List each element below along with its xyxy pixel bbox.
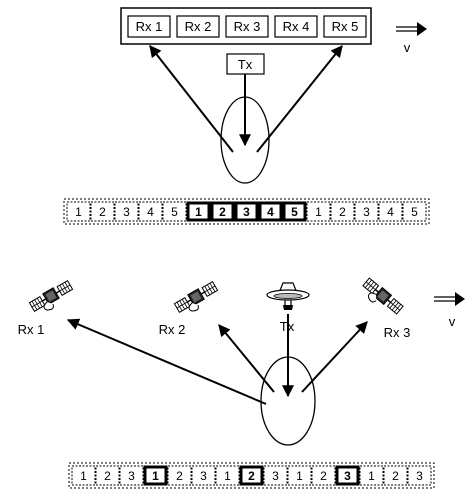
pulse-label: 4 [147,205,154,219]
pulse-label: 3 [243,205,250,219]
transmitter-tx: Tx [226,53,265,75]
receiver-label-rx-2: Rx 2 [159,322,186,337]
receiver-label: Rx 3 [234,19,261,34]
pulse-label: 2 [339,205,346,219]
receiver-label: Rx 1 [136,19,163,34]
pulse-label: 1 [80,469,87,483]
pulse-label: 2 [176,469,183,483]
receiver-rx-2: Rx 2 [176,15,220,38]
pulse-cell: 3 [354,201,379,222]
sequence-frame [68,462,435,489]
velocity-label: v [449,314,456,329]
satellite-icon [28,279,74,313]
pulse-cell: 1 [306,201,331,222]
pulse-label: 1 [315,205,322,219]
pulse-label: 3 [272,469,279,483]
pulse-label: 4 [267,205,274,219]
satellite-icon [173,280,219,314]
pulse-label: 3 [363,205,370,219]
reflection-arrow-rx-5 [256,45,343,153]
pulse-cell: 3 [191,465,216,486]
bottom-pulse-sequence: 1 2 3 1 2 3 1 2 3 1 2 3 1 2 3 [68,462,435,489]
pulse-cell: 1 [359,465,384,486]
pulse-cell: 4 [378,201,403,222]
pulse-label: 1 [296,469,303,483]
pulse-label: 2 [104,469,111,483]
active-pulse-cell: 1 [143,465,168,486]
active-pulse-cell: 5 [282,201,307,222]
velocity-label: v [404,40,411,55]
receiver-label-rx-1: Rx 1 [18,322,45,337]
pulse-label: 2 [99,205,106,219]
pulse-cell: 1 [287,465,312,486]
pulse-label: 3 [128,469,135,483]
receiver-rx-1: Rx 1 [127,15,171,38]
receiver-label: Rx 5 [332,19,359,34]
reflection-arrow-rx-1 [66,318,267,405]
pulse-label: 4 [387,205,394,219]
pulse-label: 1 [195,205,202,219]
active-pulse-cell: 2 [239,465,264,486]
pulse-label: 2 [219,205,226,219]
pulse-cell: 1 [215,465,240,486]
reflection-arrow-rx-2 [218,324,275,393]
reflection-arrow-rx-1 [149,45,234,153]
receiver-rx-4: Rx 4 [274,15,318,38]
pulse-cell: 2 [95,465,120,486]
pulse-label: 2 [320,469,327,483]
pulse-label: 3 [123,205,130,219]
pulse-label: 1 [75,205,82,219]
pulse-cell: 2 [330,201,355,222]
pulse-cell: 2 [90,201,115,222]
pulse-label: 3 [200,469,207,483]
receiver-rx-3: Rx 3 [225,15,269,38]
satellite-icon [359,268,407,324]
double-arrow-right-icon [396,22,427,36]
receiver-label: Rx 4 [283,19,310,34]
pulse-label: 5 [411,205,418,219]
pulse-label: 2 [248,469,255,483]
top-pulse-sequence: 1 2 3 4 5 1 2 3 4 5 1 2 3 4 5 [63,198,430,225]
pulse-cell: 1 [66,201,91,222]
active-pulse-cell: 2 [210,201,235,222]
pulse-cell: 4 [138,201,163,222]
flying-saucer-icon [266,282,310,310]
pulse-cell: 2 [383,465,408,486]
active-pulse-cell: 1 [186,201,211,222]
top-scenario: Rx 1 Rx 2 Rx 3 Rx 4 Rx 5 Tx [63,7,430,225]
reflection-arrow-rx-3 [301,321,368,393]
active-pulse-cell: 3 [234,201,259,222]
receiver-label-rx-3: Rx 3 [384,325,411,340]
pulse-label: 1 [152,469,159,483]
active-pulse-cell: 3 [335,465,360,486]
pulse-label: 1 [368,469,375,483]
pulse-label: 3 [344,469,351,483]
sequence-frame [63,198,430,225]
receiver-rx-5: Rx 5 [323,15,367,38]
pulse-cell: 1 [71,465,96,486]
transmitter-label: Tx [238,57,253,72]
pulse-cell: 2 [311,465,336,486]
pulse-label: 1 [224,469,231,483]
pulse-cell: 3 [119,465,144,486]
pulse-cell: 5 [402,201,427,222]
pulse-label: 5 [291,205,298,219]
pulse-label: 3 [416,469,423,483]
active-pulse-cell: 4 [258,201,283,222]
pulse-label: 2 [392,469,399,483]
pulse-cell: 3 [114,201,139,222]
double-arrow-right-icon [434,292,465,306]
pulse-cell: 3 [263,465,288,486]
receiver-label: Rx 2 [185,19,212,34]
pulse-cell: 5 [162,201,187,222]
pulse-cell: 3 [407,465,432,486]
pulse-label: 5 [171,205,178,219]
pulse-cell: 2 [167,465,192,486]
